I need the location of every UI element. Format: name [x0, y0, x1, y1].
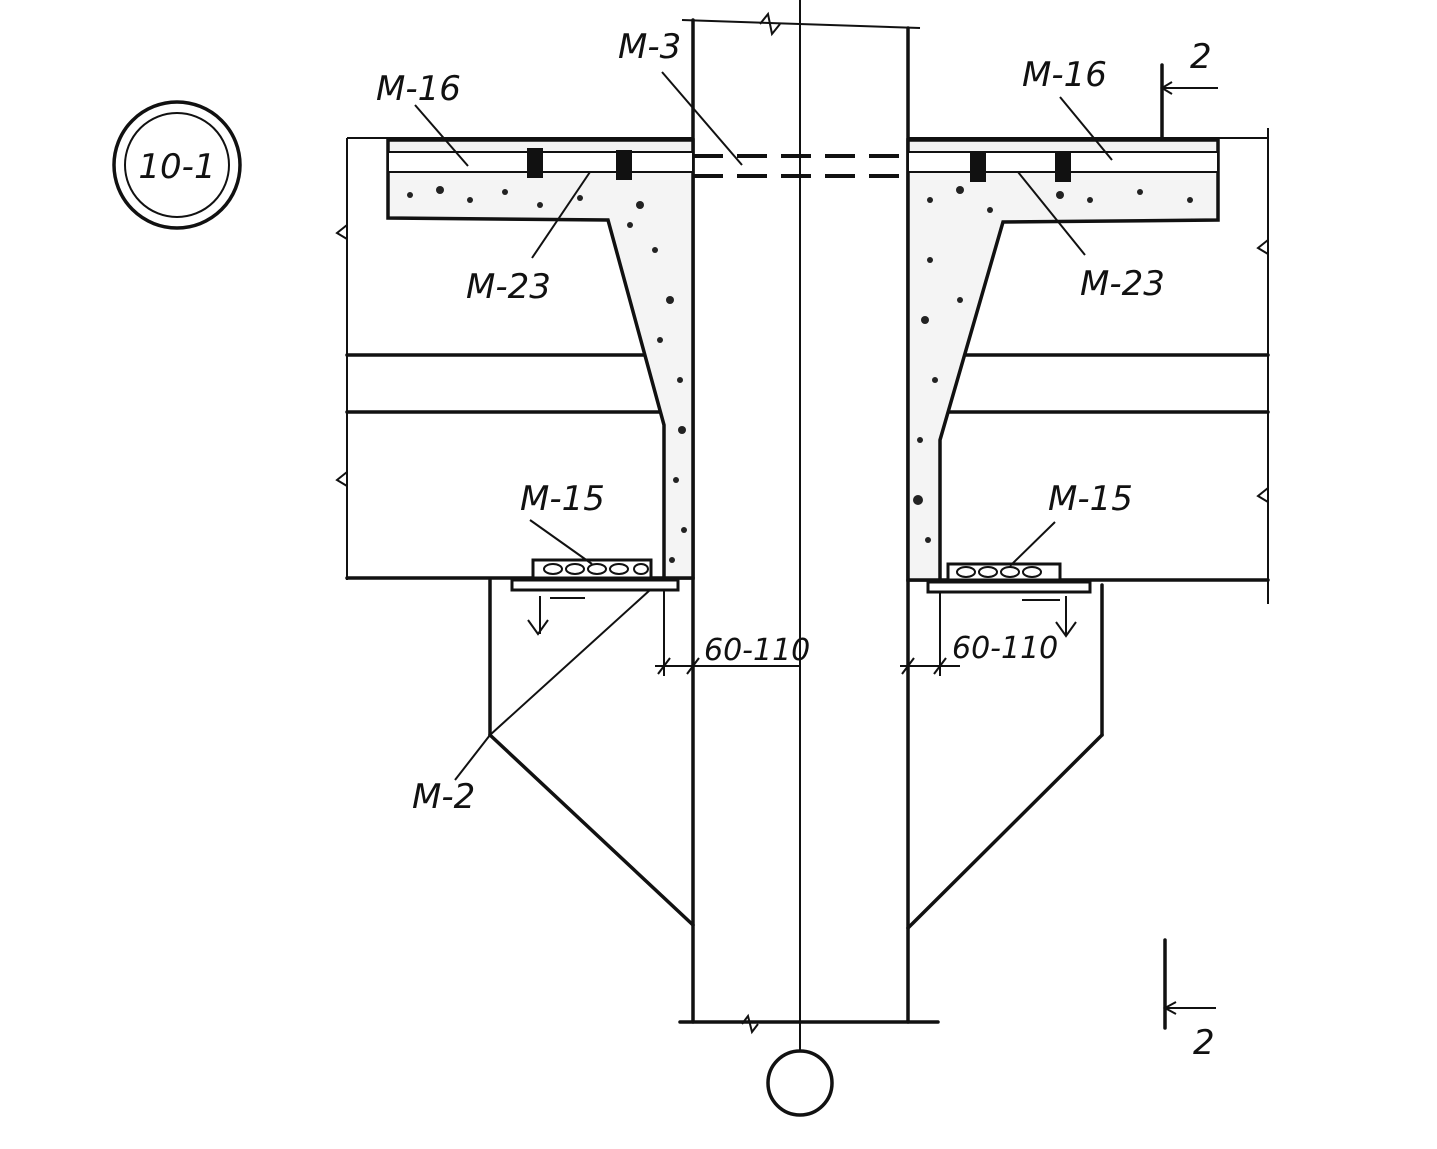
tie-dashes — [693, 154, 908, 178]
axis-marker — [766, 1049, 834, 1117]
section-mark-bottom: 2 — [1193, 1023, 1215, 1063]
right-slab — [906, 128, 1270, 638]
section-mark-top: 2 — [1190, 37, 1212, 77]
label-m15-right: M-15 — [1048, 479, 1133, 519]
leaders — [414, 71, 1113, 781]
section-cut-bottom: 2 — [1162, 938, 1216, 1063]
dimensions: 60-110 60-110 — [655, 590, 1058, 676]
label-m16-right: M-16 — [1022, 55, 1107, 95]
label-m23-left: M-23 — [466, 267, 551, 307]
gap-label-right: 60-110 — [952, 631, 1058, 666]
node-id-label: 10-1 — [138, 147, 215, 187]
section-cut-top: 2 — [1160, 37, 1218, 140]
column-capital — [488, 578, 1104, 930]
label-m3: M-3 — [618, 27, 681, 67]
label-m16-left: M-16 — [376, 69, 461, 109]
label-m2: M-2 — [412, 777, 475, 817]
gap-label-left: 60-110 — [704, 633, 810, 668]
label-m23-right: M-23 — [1080, 264, 1165, 304]
left-slab — [335, 137, 695, 636]
node-marker: 10-1 — [112, 100, 242, 230]
label-m15-left: M-15 — [520, 479, 605, 519]
